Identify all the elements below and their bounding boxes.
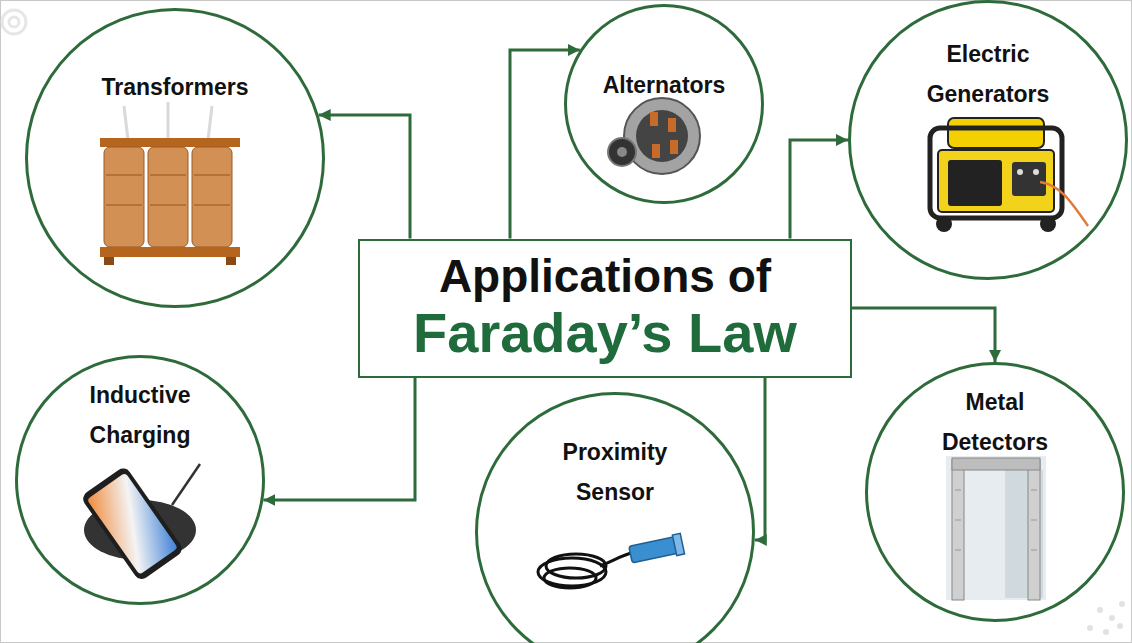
generator-icon <box>930 118 1088 232</box>
connector-arrow <box>790 140 848 239</box>
circle-border <box>566 6 763 203</box>
alternator-icon <box>608 98 700 174</box>
application-label: Inductive Charging <box>65 375 215 455</box>
hub-box: Applications ofFaraday’s Law <box>358 239 852 378</box>
application-label: Electric Generators <box>908 34 1068 114</box>
application-label: Transformers <box>101 67 248 107</box>
hub-title: Applications of <box>439 251 771 303</box>
circle-outline <box>564 4 764 204</box>
proximity-sensor-icon <box>538 533 685 588</box>
application-label: Proximity Sensor <box>540 432 690 512</box>
circle-border <box>867 364 1124 621</box>
application-circle: Alternators <box>564 4 764 204</box>
charging-pad-icon <box>80 464 200 582</box>
application-circle: Transformers <box>25 8 325 308</box>
circle-border <box>17 357 264 604</box>
circle-border <box>27 10 324 307</box>
transformer-icon <box>100 102 240 265</box>
metal-detector-icon <box>946 456 1046 600</box>
connector-arrow <box>263 378 415 501</box>
circle-outline <box>25 8 325 308</box>
application-circle: Metal Detectors <box>865 362 1125 622</box>
connector-arrow <box>755 378 765 541</box>
application-circle: Electric Generators <box>848 0 1128 280</box>
dot-decoration <box>1087 601 1125 635</box>
application-label: Alternators <box>603 65 726 105</box>
connector-arrow <box>319 115 410 239</box>
connector-arrow <box>852 308 995 362</box>
hub-title: Faraday’s Law <box>413 302 797 365</box>
circle-border <box>850 2 1127 279</box>
application-circle: Inductive Charging <box>15 355 265 605</box>
application-circle: Proximity Sensor <box>475 392 755 643</box>
circle-outline <box>475 392 755 643</box>
application-label: Metal Detectors <box>920 382 1070 462</box>
circle-border <box>477 394 754 643</box>
gear-decoration <box>2 10 26 34</box>
